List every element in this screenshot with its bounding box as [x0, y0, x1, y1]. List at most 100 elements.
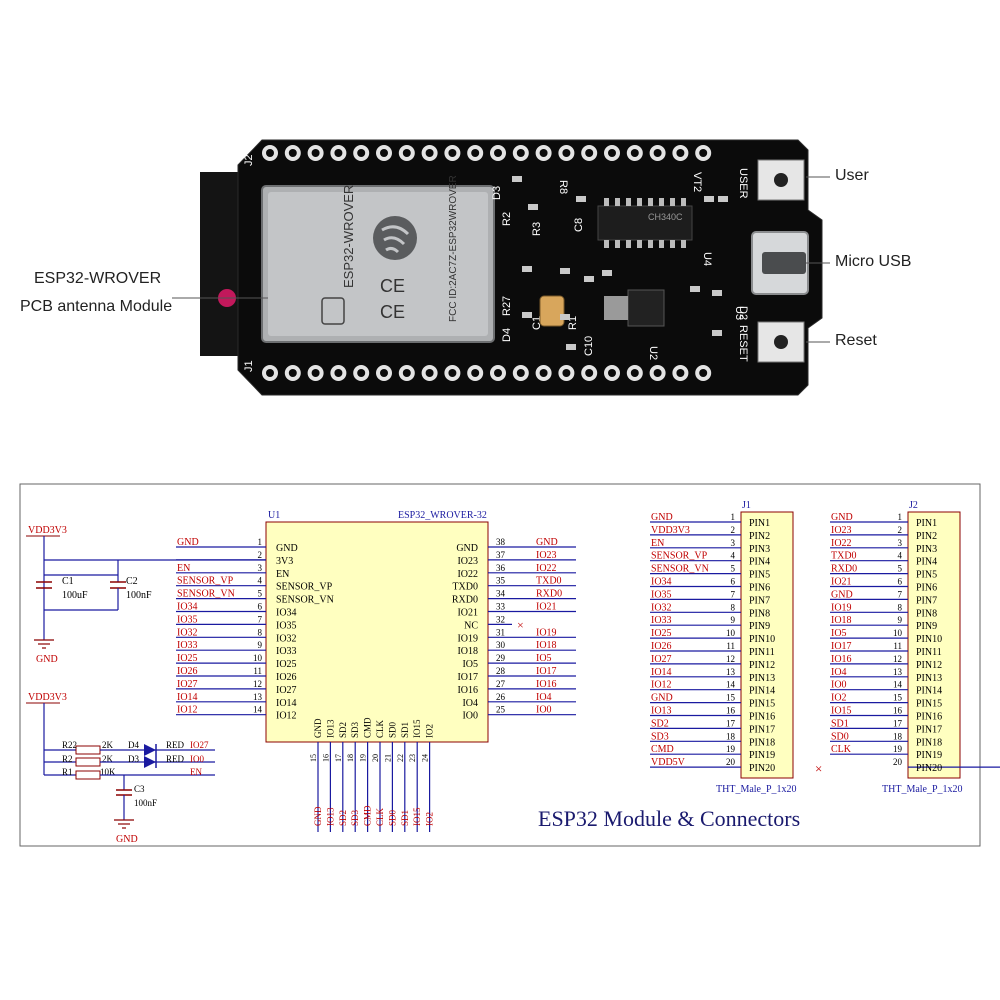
connector-pin-number: 5 [731, 564, 736, 574]
u1-right-pin-number: 35 [496, 576, 506, 586]
header-hole [471, 369, 480, 377]
connector-net: TXD0 [831, 551, 857, 562]
u1-right-net: IO4 [536, 692, 552, 703]
connector-net: CMD [651, 744, 674, 755]
connector-pin-number: 20 [726, 757, 736, 767]
ce-mark-2: CE [380, 302, 405, 322]
header-hole [357, 149, 366, 157]
u1-bottom-pin-number: 16 [321, 754, 330, 762]
chip-pin [604, 240, 609, 248]
espressif-logo-swirl [381, 225, 410, 254]
connector-net: GND [651, 512, 673, 523]
connector-pin-name: PIN19 [749, 750, 775, 761]
connector-pin-number: 16 [726, 706, 736, 716]
connector-pin-name: PIN19 [916, 750, 942, 761]
smd-part [712, 290, 722, 296]
chip-pin [626, 240, 631, 248]
connector-pin-number: 9 [731, 615, 736, 625]
connector-pin-number: 4 [731, 551, 736, 561]
smd-part [560, 314, 570, 320]
connector-net: IO19 [831, 602, 852, 613]
connector-pin-number: 11 [726, 641, 735, 651]
ch340c-pins [604, 198, 686, 248]
u1-left-pin-number: 8 [258, 627, 263, 637]
header-hole [539, 369, 548, 377]
header-hole [608, 369, 616, 377]
r22-ref: R22 [62, 740, 77, 750]
u1-bottom-pin-number: 18 [346, 754, 355, 762]
silk-r2: R2 [501, 212, 513, 226]
connector-net: EN [651, 538, 664, 549]
u1-right-pin-name: GND [456, 543, 478, 554]
connector-pin-name: PIN16 [916, 712, 942, 723]
connector-pin-number: 1 [731, 512, 736, 522]
connector-net: IO4 [831, 667, 847, 678]
connector-pin-name: PIN1 [916, 518, 937, 529]
header-hole [425, 369, 434, 377]
u1-left-pin-number: 7 [258, 614, 263, 624]
connector-net: SENSOR_VP [651, 551, 708, 562]
u1-right-pin-number: 26 [496, 692, 506, 702]
u1-left-net: IO26 [177, 666, 198, 677]
connector-pin-number: 3 [731, 538, 736, 548]
connector-pin-name: PIN15 [916, 699, 942, 710]
u1-right-pin-name: IO5 [462, 659, 478, 670]
led-d4-icon [144, 744, 156, 756]
connector-net: IO13 [651, 706, 672, 717]
smd-part [560, 268, 570, 274]
connector-net: GND [831, 589, 853, 600]
header-hole [357, 369, 366, 377]
connector-pin-name: PIN13 [749, 673, 775, 684]
r1-ref: R1 [62, 767, 73, 777]
connector-pin-name: PIN9 [749, 621, 770, 632]
schematic-frame [19, 483, 981, 847]
header-hole [266, 369, 274, 377]
header-hole [448, 369, 457, 377]
u1-bottom-pin-name: IO13 [325, 719, 335, 738]
connector-pin-name: PIN7 [916, 595, 937, 606]
connector-net: IO25 [651, 628, 672, 639]
connector-pin-number: 20 [893, 757, 903, 767]
u1-left-net: GND [177, 537, 199, 548]
u1-bottom-net: SD2 [338, 810, 348, 826]
connector-pin-name: PIN7 [749, 595, 770, 606]
u1-left-pin-name: GND [276, 543, 298, 554]
micro-usb-port [762, 252, 806, 274]
header-hole [608, 149, 616, 157]
header-hole [334, 149, 343, 157]
connector-pin-number: 10 [893, 628, 903, 638]
smd-part [704, 196, 714, 202]
connector-net: IO34 [651, 577, 672, 588]
u1-right-pin-name: IO16 [457, 685, 478, 696]
connector-net: IO5 [831, 628, 847, 639]
u1-right-net: IO0 [536, 705, 552, 716]
silk-reset: RESET [737, 325, 749, 362]
connector-net: GND [831, 512, 853, 523]
j2-ref: J2 [909, 500, 918, 511]
connector-net: IO15 [831, 706, 852, 717]
connector-pin-number: 6 [898, 577, 903, 587]
header-hole [562, 149, 571, 157]
connector-pin-number: 16 [893, 706, 903, 716]
header-hole [380, 369, 388, 377]
connector-pin-name: PIN1 [749, 518, 770, 529]
u1-bottom-net: IO15 [412, 807, 422, 826]
connector-pin-number: 13 [893, 667, 903, 677]
connector-pin-number: 2 [731, 525, 736, 535]
u1-left-net: IO12 [177, 705, 198, 716]
header-hole [630, 149, 639, 157]
u1-right-net: RXD0 [536, 589, 562, 600]
u1-bottom-net: IO13 [325, 807, 335, 826]
header-hole [311, 369, 320, 377]
connector-pin-number: 7 [898, 589, 903, 599]
u1-left-pin-number: 6 [258, 602, 263, 612]
d3-color: RED [166, 754, 185, 764]
u1-left-pin-number: 10 [253, 653, 263, 663]
u1-right-pin-name: IO22 [457, 569, 478, 580]
chip-pin [648, 198, 653, 206]
connector-net: IO16 [831, 654, 852, 665]
connector-pin-number: 14 [726, 680, 736, 690]
smd-part [690, 286, 700, 292]
chip-pin [659, 198, 664, 206]
